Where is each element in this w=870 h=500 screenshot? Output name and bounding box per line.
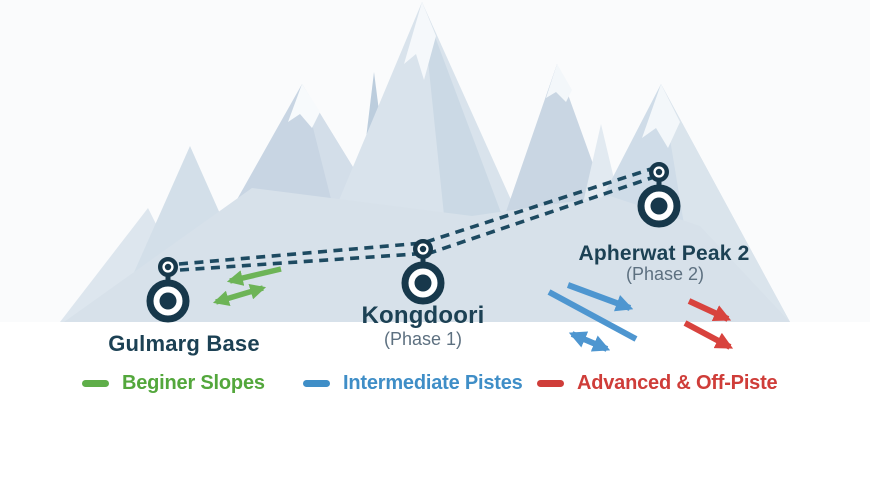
legend-label-intermediate-pistes: Intermediate Pistes: [343, 371, 523, 394]
station-phase-kongdoori: (Phase 1): [383, 329, 463, 349]
legend-label-beginner-slopes: Beginer Slopes: [122, 371, 265, 394]
intermediate-piste-arrows: [547, 282, 638, 352]
legend-item-beginner-slopes: Beginer Slopes: [82, 370, 265, 396]
legend-label-advanced-offpiste: Advanced & Off-Piste: [577, 371, 778, 394]
beginner-slopes-swatch-icon: [82, 379, 109, 387]
station-phase-apherwat-peak: (Phase 2): [625, 264, 705, 284]
advanced-offpiste-swatch-icon: [537, 379, 564, 387]
station-marker-apherwat-peak: [637, 161, 681, 228]
intermediate-pistes-swatch-icon: [303, 379, 330, 387]
station-label-apherwat-peak: Apherwat Peak 2: [578, 242, 750, 265]
beginner-slope-arrows: [212, 266, 282, 307]
cable-line-upper: [178, 167, 652, 266]
legend-item-advanced-offpiste: Advanced & Off-Piste: [537, 370, 778, 396]
station-label-gulmarg-base: Gulmarg Base: [108, 331, 260, 356]
station-marker-gulmarg-base: [146, 257, 190, 323]
advanced-offpiste-arrows: [683, 298, 734, 350]
station-marker-kongdoori: [401, 238, 445, 305]
legend-item-intermediate-pistes: Intermediate Pistes: [303, 370, 523, 396]
station-label-kongdoori: Kongdoori: [361, 302, 485, 329]
